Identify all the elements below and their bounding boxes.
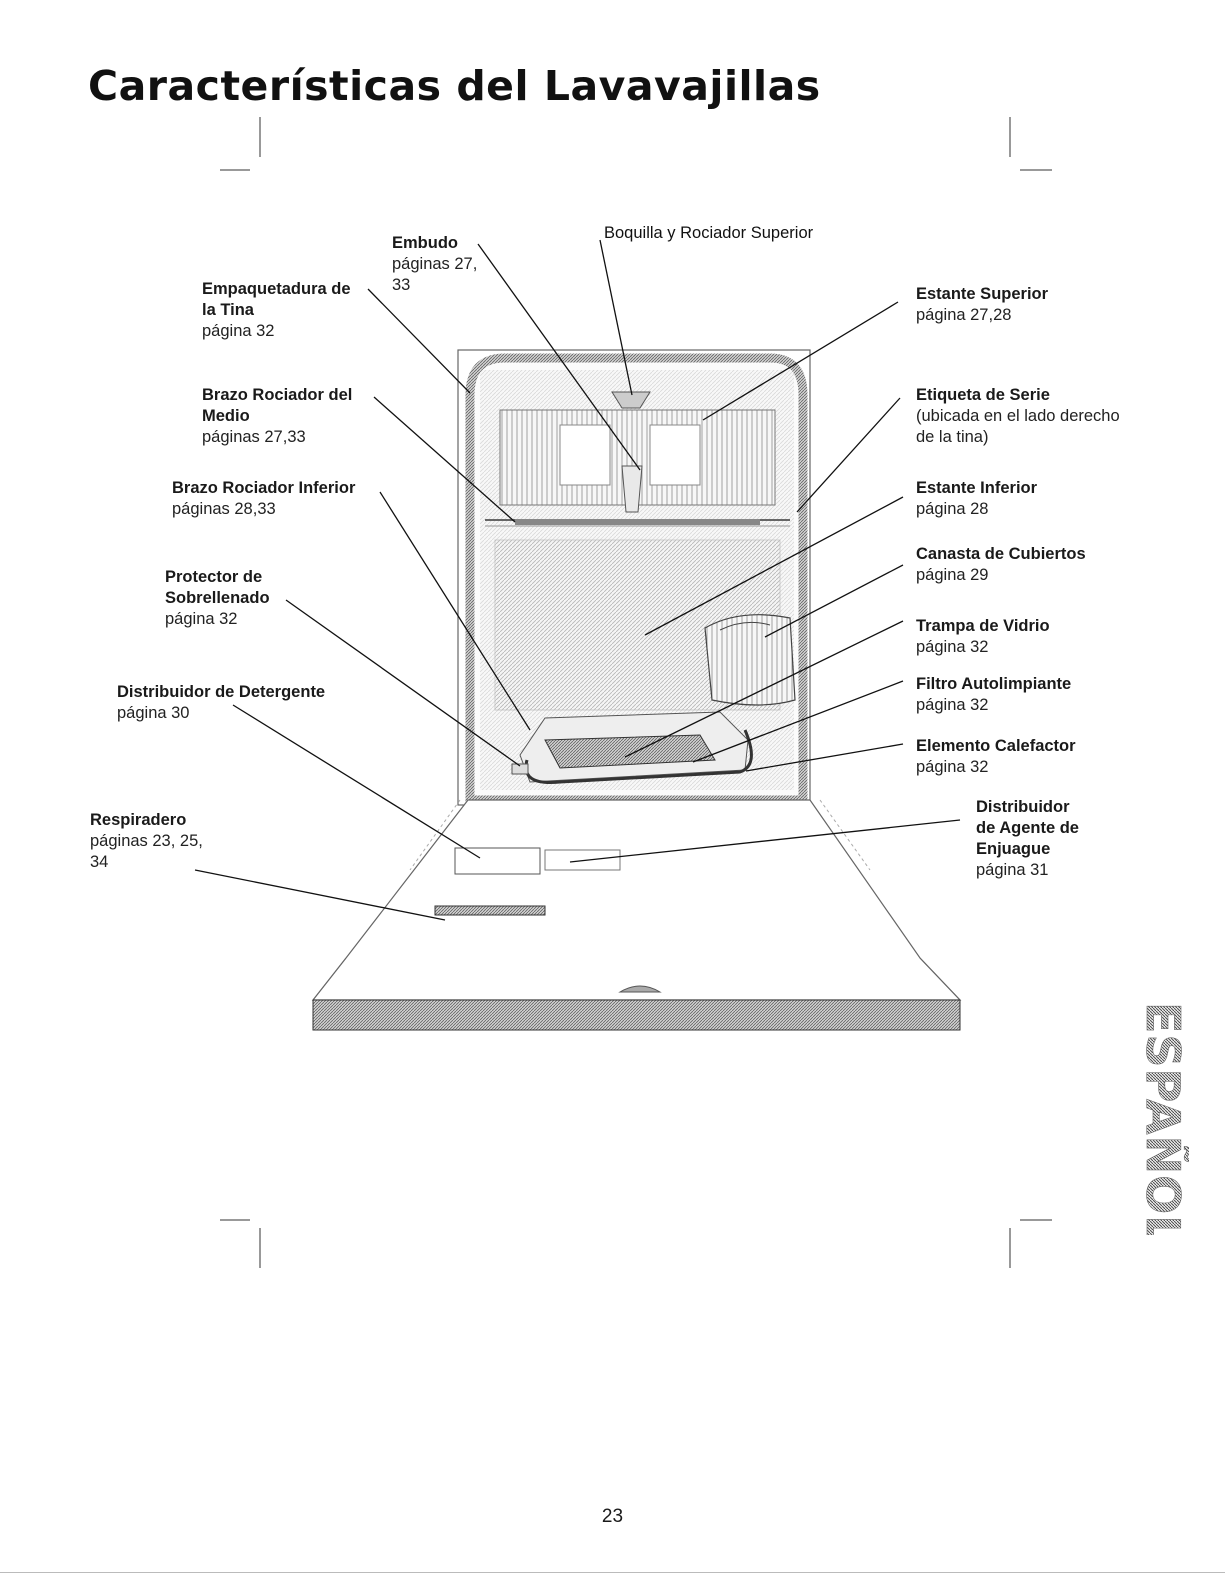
- control-panel: [312, 999, 961, 1031]
- label-trampa: Trampa de Vidrio página 32: [916, 616, 1050, 658]
- label-name: Protector de: [165, 568, 263, 586]
- label-ref: página 32: [916, 638, 989, 656]
- label-name: la Tina: [202, 301, 254, 319]
- page-number: 23: [601, 1506, 624, 1527]
- label-name: Sobrellenado: [165, 589, 270, 607]
- label-name: Respiradero: [90, 811, 187, 829]
- leader-lines: [194, 239, 961, 921]
- label-boquilla: Boquilla y Rociador Superior: [604, 223, 813, 244]
- label-elemento: Elemento Calefactor página 32: [916, 736, 1076, 778]
- label-brazo-inferior: Brazo Rociador Inferior páginas 28,33: [172, 478, 355, 520]
- label-respiradero: Respiradero páginas 23, 25, 34: [90, 810, 203, 873]
- label-ref: de la tina): [916, 428, 989, 446]
- label-ref: páginas 28,33: [172, 500, 276, 518]
- label-ref: página 32: [916, 696, 989, 714]
- label-name: Brazo Rociador Inferior: [172, 479, 356, 497]
- label-name: Elemento Calefactor: [916, 737, 1076, 755]
- label-name: Filtro Autolimpiante: [916, 675, 1072, 693]
- label-filtro: Filtro Autolimpiante página 32: [916, 674, 1071, 716]
- tub-floor: [511, 711, 753, 785]
- page-title: Características del Lavavajillas: [88, 62, 821, 110]
- rinse-agent-dispenser: [544, 849, 621, 871]
- label-ref: páginas 27,33: [202, 428, 306, 446]
- label-embudo: Embudo páginas 27, 33: [392, 233, 477, 296]
- label-estante-superior: Estante Superior página 27,28: [916, 284, 1048, 326]
- label-name: Distribuidor: [976, 798, 1070, 816]
- label-ref: página 28: [916, 500, 989, 518]
- label-ref: páginas 23, 25,: [90, 832, 203, 850]
- label-ref: página 31: [976, 861, 1049, 879]
- label-protector: Protector de Sobrellenado página 32: [165, 567, 270, 630]
- open-door: [311, 799, 962, 1031]
- label-name: de Agente de: [976, 819, 1079, 837]
- filter: [544, 734, 716, 769]
- label-ref: 34: [90, 853, 109, 871]
- label-ref: páginas 27,: [392, 255, 478, 273]
- label-ref: página 30: [117, 704, 190, 722]
- label-name: Brazo Rociador del: [202, 386, 353, 404]
- label-ref: página 29: [916, 566, 989, 584]
- label-ref: página 27,28: [916, 306, 1012, 324]
- label-ref: página 32: [165, 610, 238, 628]
- overfill-protector: [511, 763, 529, 775]
- label-name: Empaquetadura de: [202, 280, 351, 298]
- label-ref: página 32: [202, 322, 275, 340]
- label-name: Enjuague: [976, 840, 1051, 858]
- label-name: Distribuidor de Detergente: [117, 683, 326, 701]
- label-etiqueta-serie: Etiqueta de Serie (ubicada en el lado de…: [916, 385, 1120, 448]
- label-name: Medio: [202, 407, 250, 425]
- label-name: Estante Superior: [916, 285, 1049, 303]
- middle-spray-arm: [515, 519, 760, 525]
- label-name: Boquilla y Rociador Superior: [604, 224, 814, 242]
- label-ref: (ubicada en el lado derecho: [916, 407, 1120, 425]
- bottom-rule: [0, 1572, 1225, 1573]
- label-name: Canasta de Cubiertos: [916, 545, 1086, 563]
- door-handle: [618, 985, 662, 993]
- label-ref: página 32: [916, 758, 989, 776]
- label-distribuidor-detergente: Distribuidor de Detergente página 30: [117, 682, 325, 724]
- label-name: Trampa de Vidrio: [916, 617, 1050, 635]
- label-name: Estante Inferior: [916, 479, 1038, 497]
- label-empaquetadura: Empaquetadura de la Tina página 32: [202, 279, 351, 342]
- top-spray-nozzle: [611, 391, 651, 409]
- label-estante-inferior: Estante Inferior página 28: [916, 478, 1037, 520]
- label-brazo-medio: Brazo Rociador del Medio páginas 27,33: [202, 385, 352, 448]
- label-name: Etiqueta de Serie: [916, 386, 1050, 404]
- language-side-tab: ESPAÑOL: [1136, 1002, 1189, 1235]
- label-ref: 33: [392, 276, 411, 294]
- detergent-dispenser: [454, 847, 541, 875]
- label-canasta: Canasta de Cubiertos página 29: [916, 544, 1086, 586]
- vent: [434, 905, 546, 916]
- crop-marks: [220, 117, 1052, 1268]
- side-tab-text: ESPAÑOL: [1136, 1002, 1189, 1235]
- funnel: [621, 465, 643, 513]
- label-name: Embudo: [392, 234, 458, 252]
- label-distribuidor-enjuague: Distribuidor de Agente de Enjuague págin…: [976, 797, 1079, 881]
